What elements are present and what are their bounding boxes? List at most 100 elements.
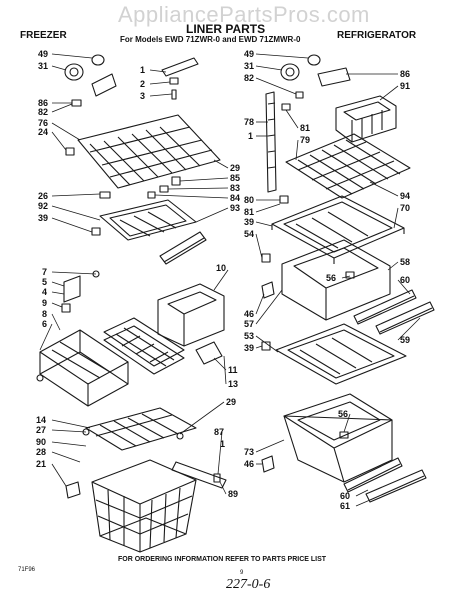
freezer-shelf-bracket-icon bbox=[161, 57, 199, 100]
part-number[interactable]: 79 bbox=[300, 135, 311, 145]
part-number[interactable]: 27 bbox=[36, 425, 47, 435]
refrigerator-drawer-rail-icon bbox=[353, 289, 435, 335]
part-number[interactable]: 73 bbox=[244, 447, 255, 457]
model-subtitle: For Models EWD 71ZWR-0 and EWD 71ZMWR-0 bbox=[120, 35, 301, 44]
freezer-glass-shelf-icon bbox=[91, 199, 197, 241]
part-number[interactable]: 7 bbox=[42, 267, 48, 277]
part-number[interactable]: 5 bbox=[42, 277, 48, 287]
part-number[interactable]: 13 bbox=[228, 379, 239, 389]
part-number[interactable]: 83 bbox=[230, 183, 241, 193]
part-number[interactable]: 80 bbox=[244, 195, 255, 205]
freezer-light-socket-icon bbox=[64, 54, 105, 81]
document-code: 71F96 bbox=[18, 567, 36, 573]
refrigerator-section-label: REFRIGERATOR bbox=[337, 30, 417, 41]
part-number[interactable]: 53 bbox=[244, 331, 255, 341]
part-number[interactable]: 76 bbox=[38, 118, 49, 128]
part-number[interactable]: 9 bbox=[42, 298, 48, 308]
part-number[interactable]: 1 bbox=[220, 439, 226, 449]
part-number[interactable]: 54 bbox=[244, 229, 255, 239]
part-number[interactable]: 28 bbox=[36, 447, 47, 457]
part-number[interactable]: 8 bbox=[42, 309, 48, 319]
part-number[interactable]: 26 bbox=[38, 191, 49, 201]
part-number[interactable]: 92 bbox=[38, 201, 49, 211]
part-number[interactable]: 4 bbox=[42, 287, 48, 297]
part-number[interactable]: 82 bbox=[38, 107, 49, 117]
part-number[interactable]: 24 bbox=[38, 127, 49, 137]
part-number[interactable]: 10 bbox=[216, 263, 227, 273]
diagram-title: LINER PARTS bbox=[186, 22, 266, 36]
ice-cube-tray-icon bbox=[103, 317, 185, 375]
part-number[interactable]: 61 bbox=[340, 501, 351, 511]
part-number[interactable]: 93 bbox=[230, 203, 241, 213]
refrigerator-light-socket-icon bbox=[280, 54, 351, 87]
part-number[interactable]: 86 bbox=[400, 69, 411, 79]
part-leader-lines bbox=[39, 53, 421, 507]
part-number[interactable]: 60 bbox=[340, 491, 351, 501]
refrigerator-meat-drawer-rail-icon bbox=[343, 457, 427, 503]
part-number[interactable]: 81 bbox=[300, 123, 311, 133]
freezer-basket-rail-icon bbox=[171, 461, 227, 489]
refrigerator-wire-shelf-icon bbox=[285, 133, 411, 199]
part-number[interactable]: 82 bbox=[244, 73, 255, 83]
part-number[interactable]: 87 bbox=[214, 427, 225, 437]
part-number[interactable]: 49 bbox=[244, 49, 255, 59]
part-number[interactable]: 46 bbox=[244, 459, 255, 469]
freezer-ice-bin-icon bbox=[157, 283, 225, 347]
part-number[interactable]: 1 bbox=[248, 131, 254, 141]
part-number[interactable]: 85 bbox=[230, 173, 241, 183]
part-number[interactable]: 56 bbox=[338, 409, 349, 419]
freezer-rack-stop-icon bbox=[65, 481, 81, 499]
part-number[interactable]: 70 bbox=[400, 203, 411, 213]
part-number[interactable]: 31 bbox=[38, 61, 49, 71]
part-number[interactable]: 56 bbox=[326, 273, 337, 283]
part-number[interactable]: 94 bbox=[400, 191, 411, 201]
part-number[interactable]: 6 bbox=[42, 319, 48, 329]
page-number: 9 bbox=[240, 570, 244, 576]
part-number[interactable]: 89 bbox=[228, 489, 239, 499]
part-number[interactable]: 90 bbox=[36, 437, 47, 447]
refrigerator-glass-shelf-icon bbox=[271, 195, 405, 264]
part-number[interactable]: 39 bbox=[244, 343, 255, 353]
part-number[interactable]: 57 bbox=[244, 319, 255, 329]
refrigerator-dairy-bin-icon bbox=[335, 95, 397, 143]
part-number[interactable]: 60 bbox=[400, 275, 411, 285]
part-number[interactable]: 81 bbox=[244, 207, 255, 217]
part-number[interactable]: 39 bbox=[38, 213, 49, 223]
refrigerator-lower-glass-shelf-icon bbox=[275, 323, 407, 385]
part-number[interactable]: 3 bbox=[140, 91, 146, 101]
refrigerator-lower-stop-icon bbox=[261, 455, 275, 473]
freezer-shelf-rail-icon bbox=[159, 231, 207, 265]
part-number[interactable]: 31 bbox=[244, 61, 255, 71]
freezer-wire-rack-icon bbox=[36, 329, 129, 407]
freezer-wire-shelf-upper-icon bbox=[77, 114, 221, 189]
part-number[interactable]: 11 bbox=[228, 365, 238, 375]
refrigerator-crisper-drawer-icon bbox=[281, 239, 391, 321]
refrigerator-drawer-stop-icon bbox=[261, 253, 275, 351]
watermark-text: AppliancePartsPros.com bbox=[118, 2, 370, 27]
freezer-wire-basket-icon bbox=[91, 459, 197, 553]
part-number[interactable]: 46 bbox=[244, 309, 255, 319]
part-number[interactable]: 21 bbox=[36, 459, 47, 469]
freezer-wire-shelf-lower-icon bbox=[82, 407, 197, 451]
handwritten-note: 227-0-6 bbox=[226, 577, 271, 592]
part-number[interactable]: 78 bbox=[244, 117, 255, 127]
part-number[interactable]: 1 bbox=[140, 65, 146, 75]
freezer-section-label: FREEZER bbox=[20, 30, 67, 41]
freezer-clip-icon bbox=[65, 99, 82, 156]
refrigerator-meat-drawer-icon bbox=[283, 393, 393, 483]
part-number[interactable]: 58 bbox=[400, 257, 411, 267]
part-number[interactable]: 29 bbox=[226, 397, 237, 407]
part-number[interactable]: 49 bbox=[38, 49, 49, 59]
freezer-hinge-bracket-icon bbox=[61, 270, 100, 313]
part-number[interactable]: 29 bbox=[230, 163, 241, 173]
part-number[interactable]: 39 bbox=[244, 217, 255, 227]
part-number[interactable]: 59 bbox=[400, 335, 411, 345]
part-number[interactable]: 84 bbox=[230, 193, 241, 203]
part-number[interactable]: 91 bbox=[400, 81, 411, 91]
part-number[interactable]: 2 bbox=[140, 79, 146, 89]
part-number[interactable]: 14 bbox=[36, 415, 47, 425]
refrigerator-ladder-clip-icon bbox=[279, 91, 304, 204]
part-number[interactable]: 86 bbox=[38, 98, 49, 108]
